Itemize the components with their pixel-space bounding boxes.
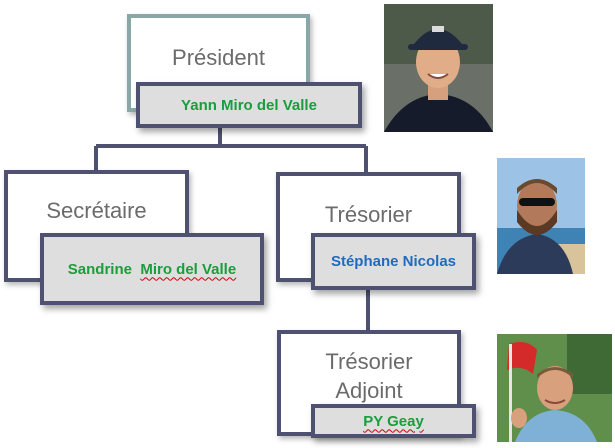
tresorier-adjoint-photo [497, 334, 612, 442]
secretaire-role-label: Secrétaire [46, 198, 147, 223]
tresorier-name: Stéphane Nicolas [330, 253, 457, 270]
tresorier-adjoint-role-line1: Trésorier [325, 349, 413, 374]
president-name-box: Yann Miro del Valle [136, 82, 362, 128]
secretaire-name: Sandrine Miro del Valle [67, 260, 237, 278]
tresorier-name-box: Stéphane Nicolas [311, 233, 476, 290]
president-photo [384, 4, 493, 132]
secretaire-role-box: Secrétaire [4, 170, 189, 282]
president-name: Yann Miro del Valle [181, 96, 317, 114]
president-role-label: Président [172, 45, 265, 70]
tresorier-adjoint-name-box: PY Geay [311, 404, 476, 438]
tresorier-adjoint-name: PY Geay [363, 412, 424, 430]
tresorier-adjoint-role-line2: Adjoint [335, 378, 403, 403]
secretaire-name-box: Sandrine Miro del Valle [40, 233, 264, 305]
tresorier-role-label: Trésorier [324, 202, 413, 227]
tresorier-photo [497, 158, 585, 274]
